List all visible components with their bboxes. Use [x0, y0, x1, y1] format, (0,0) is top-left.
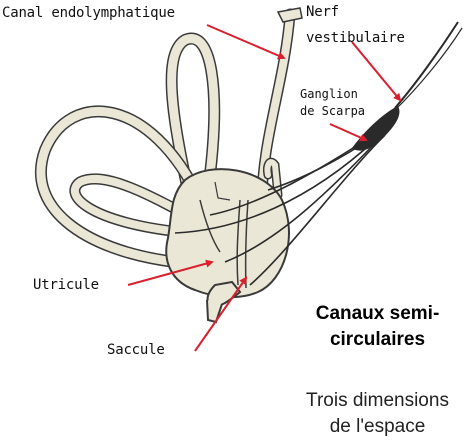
- arrow-saccule: [194, 276, 248, 352]
- label-de-scarpa: de Scarpa: [300, 104, 366, 118]
- arrow-ganglion-scarpa: [329, 123, 368, 142]
- arrow-nerf-vestibulaire: [351, 41, 402, 102]
- canal-upper-loop-fill: [167, 34, 219, 205]
- vestibule: [165, 168, 290, 324]
- endolymphatic-sac: [276, 7, 303, 23]
- arrow-canal-endolymphatique: [206, 24, 286, 60]
- arrow-utricule: [127, 259, 214, 286]
- caption-subtitle-line2: de l'espace: [329, 416, 426, 437]
- caption-subtitle: Trois dimensions de l'espace: [285, 388, 470, 440]
- label-utricule: Utricule: [33, 277, 99, 293]
- cochlear-stub: [206, 299, 223, 324]
- annotation-arrows: [127, 24, 402, 352]
- caption-subtitle-line1: Trois dimensions: [306, 390, 449, 411]
- vestibular-nerve-fibers: [174, 21, 463, 286]
- label-saccule: Saccule: [107, 342, 165, 358]
- label-vestibulaire: vestibulaire: [306, 30, 405, 46]
- endolymphatic-duct-fill: [258, 10, 294, 204]
- canal-posterior-loop-fill: [36, 106, 205, 267]
- label-ganglion-scarpa: Ganglion de Scarpa: [300, 86, 390, 120]
- nerve-trunk: [394, 21, 459, 109]
- caption-title-line1: Canaux semi-: [315, 303, 440, 324]
- semicircular-canals: [34, 7, 303, 268]
- caption-title-line2: circulaires: [329, 329, 426, 350]
- caption-title: Canaux semi- circulaires: [285, 301, 470, 353]
- ampulla-right-fill: [264, 159, 281, 198]
- label-ganglion: Ganglion: [300, 87, 358, 101]
- label-nerf: Nerf: [306, 4, 339, 20]
- canal-lateral-loop-fill: [71, 174, 209, 236]
- label-canal-endolymphatique: Canal endolymphatique: [2, 5, 175, 21]
